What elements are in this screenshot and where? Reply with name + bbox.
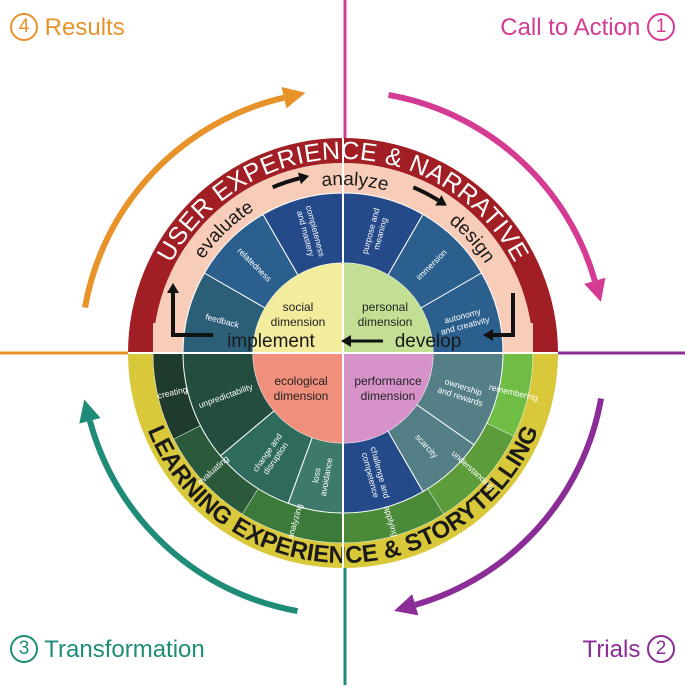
analyze-to-design-arrow-head (435, 195, 447, 206)
trials-arrow-head (394, 594, 419, 616)
design-to-develop-arrow-head (483, 329, 493, 341)
call-arrow (387, 92, 598, 282)
phase-transformation-number: 3 (10, 634, 38, 663)
performance-label-2: dimension (361, 389, 416, 403)
phase-call-number: 1 (647, 12, 675, 41)
loss-label-line: loss (310, 467, 322, 484)
evaluate-to-analyze-arrow (271, 176, 300, 190)
phase-transformation-label: Transformation (44, 636, 205, 663)
personal-label-2: dimension (358, 315, 413, 329)
personal-dimension-quadrant (343, 263, 433, 353)
transformation-arrow (87, 420, 299, 614)
implement-to-evaluate-arrow (171, 293, 213, 337)
phase-trials-number: 2 (647, 634, 675, 663)
social-label-2: dimension (271, 315, 326, 329)
phase-results: 4 Results (10, 12, 125, 42)
phase-trials-label: Trials (582, 636, 641, 663)
implement-to-evaluate-arrow-head (167, 283, 179, 293)
results-arrow (82, 94, 285, 309)
ux-narrative-ring (128, 138, 558, 353)
phase-transformation: 3 Transformation (10, 634, 205, 664)
process-implement: implement (227, 331, 315, 352)
ecological-label-2: dimension (274, 389, 329, 403)
phase-call-label: Call to Action (500, 14, 641, 41)
phase-results-label: Results (44, 14, 125, 41)
analyze-to-design-arrow (412, 185, 440, 203)
personal-label-1: personal (362, 300, 408, 314)
process-develop: develop (395, 331, 462, 352)
ecological-dimension-quadrant (253, 353, 343, 443)
lx-storytelling-ring (128, 353, 558, 568)
evaluate-to-analyze-arrow-head (298, 172, 310, 185)
ecological-label-1: ecological (274, 374, 327, 388)
transformation-arrow-head (79, 399, 101, 424)
develop-to-implement-arrow-head (341, 335, 351, 347)
performance-label-1: performance (354, 374, 422, 388)
process-ring (153, 163, 533, 353)
trials-arrow (414, 397, 604, 608)
phase-trials: Trials 2 (582, 634, 675, 664)
phase-call-to-action: Call to Action 1 (500, 12, 675, 42)
performance-dimension-quadrant (343, 353, 433, 443)
social-dimension-quadrant (253, 263, 343, 353)
phase-results-number: 4 (10, 12, 38, 41)
call-arrow-head (584, 277, 606, 302)
design-to-develop-arrow (493, 293, 515, 337)
social-label-1: social (283, 300, 314, 314)
results-arrow-head (281, 86, 306, 109)
